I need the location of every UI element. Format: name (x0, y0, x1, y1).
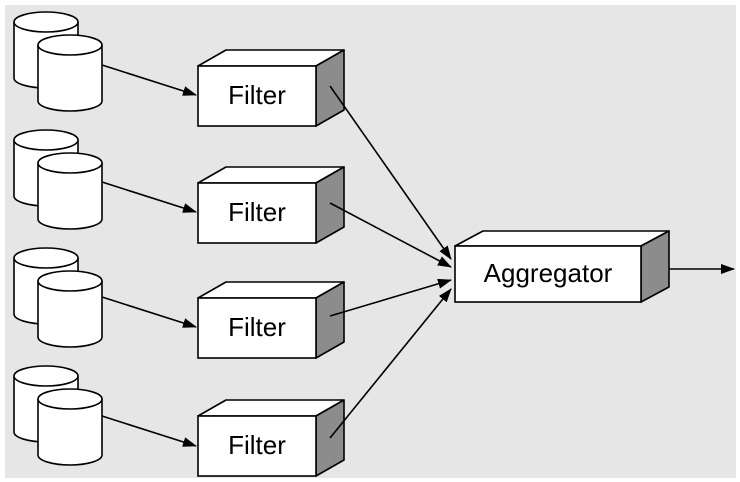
database-group (13, 11, 103, 466)
arrow-source-to-filter (101, 415, 197, 447)
filter-connectors (329, 85, 452, 439)
arrow-source-to-filter (101, 181, 197, 213)
filter-box: Filter (197, 49, 345, 127)
database-stack-icon (13, 11, 103, 112)
filter-label: Filter (228, 197, 286, 227)
aggregator-box: Aggregator (454, 230, 670, 303)
filter-label: Filter (228, 80, 286, 110)
filter-box: Filter (197, 281, 345, 359)
arrow-filter-to-aggregator (329, 202, 452, 268)
filter-box: Filter (197, 166, 345, 244)
arrow-source-to-filter (101, 296, 197, 328)
arrow-filter-to-aggregator (329, 288, 452, 439)
filter-box: Filter (197, 399, 345, 477)
database-stack-icon (13, 365, 103, 466)
aggregator-label: Aggregator (484, 258, 613, 288)
arrow-source-to-filter (101, 64, 197, 96)
arrow-filter-to-aggregator (329, 85, 452, 260)
source-connectors (101, 64, 197, 447)
filter-label: Filter (228, 430, 286, 460)
filter-label: Filter (228, 312, 286, 342)
database-stack-icon (13, 247, 103, 348)
arrow-filter-to-aggregator (329, 278, 452, 317)
database-stack-icon (13, 129, 103, 230)
